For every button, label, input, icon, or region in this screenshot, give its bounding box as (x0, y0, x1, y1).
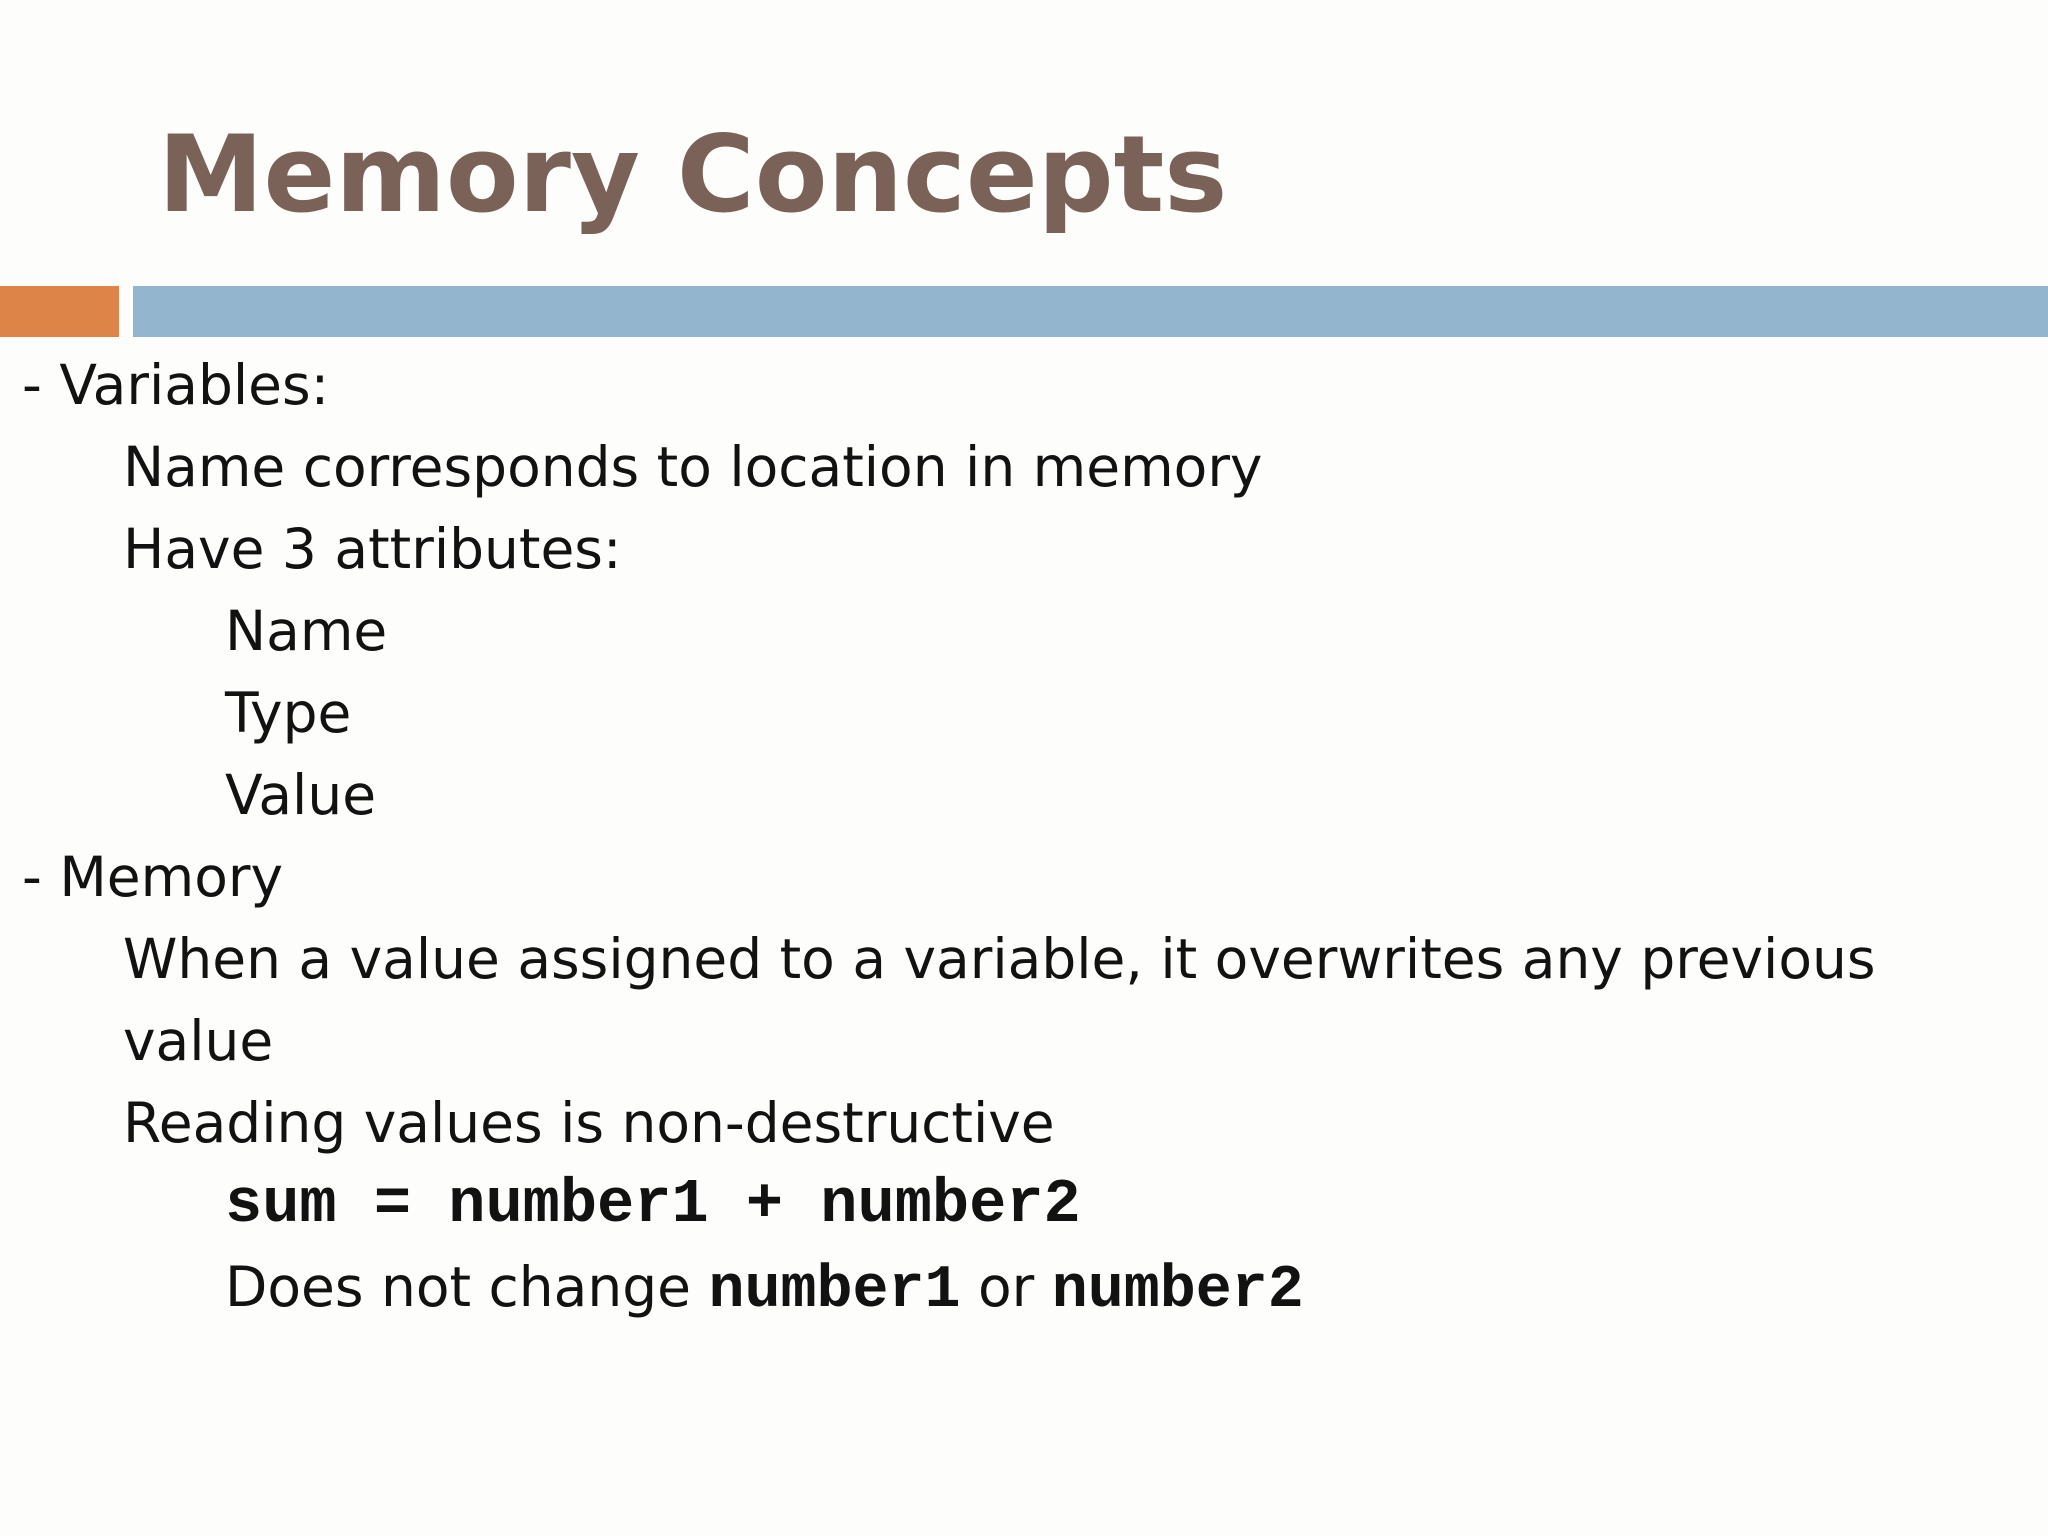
bullet-non-destructive: Reading values is non-destructive (123, 1091, 1055, 1155)
does-not-change-text: Does not change (225, 1255, 709, 1319)
attribute-type: Type (225, 681, 352, 745)
attribute-value: Value (225, 763, 377, 827)
bullet-variables: - Variables: (22, 353, 330, 417)
code-number1: number1 (708, 1257, 961, 1325)
slide-title: Memory Concepts (158, 113, 1228, 236)
code-example: sum = number1 + number2 (225, 1169, 1081, 1240)
bullet-name-location: Name corresponds to location in memory (123, 435, 1263, 499)
title-divider-bar (133, 286, 2048, 337)
bullet-attributes: Have 3 attributes: (123, 517, 622, 581)
bullet-overwrite-cont: value (123, 1009, 274, 1073)
bullet-does-not-change: Does not change number1 or number2 (225, 1246, 1304, 1332)
or-text: or (960, 1255, 1052, 1319)
bullet-overwrite: When a value assigned to a variable, it … (123, 927, 1876, 991)
accent-bar (0, 286, 119, 337)
code-number2: number2 (1051, 1257, 1304, 1325)
bullet-memory: - Memory (22, 845, 284, 909)
attribute-name: Name (225, 599, 388, 663)
